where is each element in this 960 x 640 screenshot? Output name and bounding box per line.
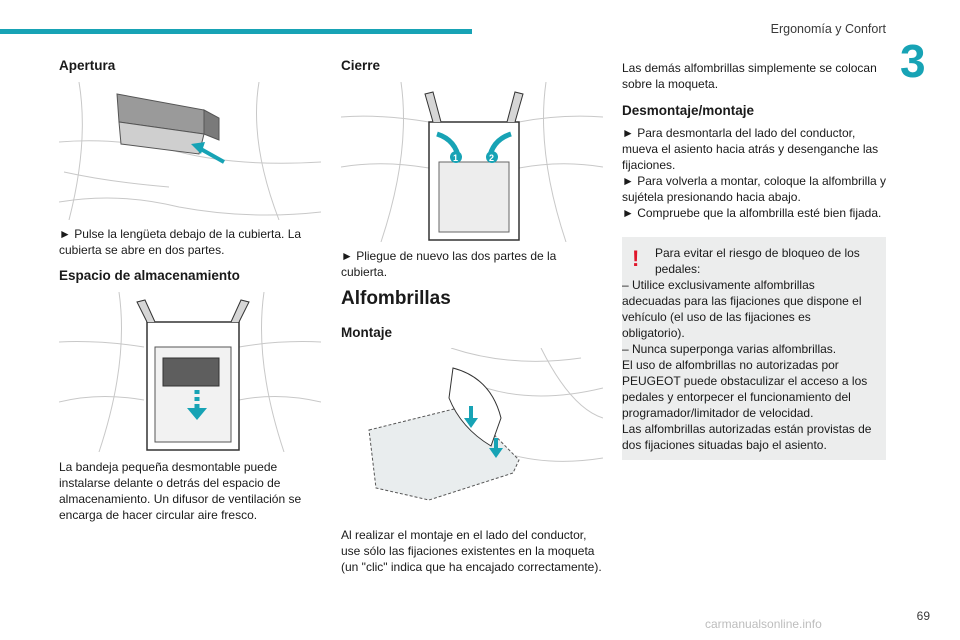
intro-text: Las demás alfombrillas simplemente se co… xyxy=(622,61,877,91)
desmontaje-text-2: ► Para volverla a montar, coloque la alf… xyxy=(622,174,886,204)
marker-2-label: 2 xyxy=(489,153,494,163)
desmontaje-text-1: ► Para desmontarla del lado del conducto… xyxy=(622,126,879,172)
cierre-heading: Cierre xyxy=(341,58,381,73)
apertura-heading: Apertura xyxy=(59,58,116,73)
montaje-text: Al realizar el montaje en el lado del co… xyxy=(341,528,602,574)
warning-item-1: – Utilice exclusivamente alfombrillas ad… xyxy=(622,278,862,340)
illustration-mat xyxy=(368,348,603,501)
marker-2 xyxy=(486,151,498,163)
warning-item-2: – Nunca superponga varias alfombrillas. xyxy=(622,342,837,356)
illustration-closing: 1 2 xyxy=(341,82,603,242)
arrow-icon xyxy=(198,146,225,164)
espacio-heading: Espacio de almacenamiento xyxy=(59,268,240,283)
warning-text-2: Las alfombrillas autorizadas están provi… xyxy=(622,422,872,452)
cierre-text: ► Pliegue de nuevo las dos partes de la … xyxy=(341,249,557,279)
page-number: 69 xyxy=(916,609,930,623)
exclamation-icon: ! xyxy=(632,246,640,271)
desmontaje-heading: Desmontaje/montaje xyxy=(622,103,755,118)
warning-text-1: El uso de alfombrillas no autorizadas po… xyxy=(622,358,868,420)
watermark: carmanualsonline.info xyxy=(705,617,822,631)
marker-1-label: 1 xyxy=(453,153,458,163)
marker-1 xyxy=(450,151,462,163)
desmontaje-text-3: ► Compruebe que la alfombrilla esté bien… xyxy=(622,206,882,220)
chapter-number: 3 xyxy=(900,35,926,87)
header-accent-bar xyxy=(0,29,472,34)
illustration-storage xyxy=(59,292,321,452)
illustration-opening xyxy=(59,82,321,220)
section-title: Ergonomía y Confort xyxy=(770,22,886,36)
warning-panel: ! Para evitar el riesgo de bloqueo de lo… xyxy=(622,237,886,460)
apertura-text: ► Pulse la lengüeta debajo de la cubiert… xyxy=(59,227,302,257)
warning-intro: Para evitar el riesgo de bloqueo de los … xyxy=(655,246,860,276)
montaje-heading: Montaje xyxy=(341,325,393,340)
alfombrillas-heading: Alfombrillas xyxy=(341,288,451,309)
espacio-text: La bandeja pequeña desmontable puede ins… xyxy=(59,460,302,522)
